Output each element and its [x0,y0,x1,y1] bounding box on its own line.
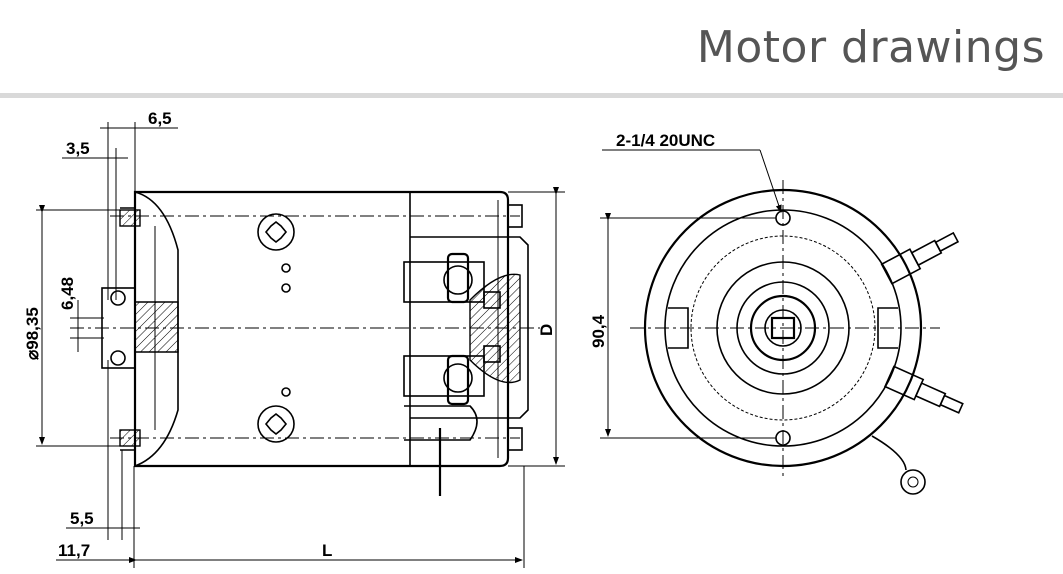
torx-icon-top [264,220,288,244]
dim-6-5-label: 6,5 [148,109,172,128]
dim-5-5-label: 5,5 [70,509,94,528]
dim-11-7-label: 11,7 [58,541,90,560]
bearing-ball-top [110,290,126,306]
terminal-block-bottom [403,355,485,397]
small-hole-2 [281,283,291,293]
rear-bearing-top [483,291,501,309]
terminal-post-top [446,252,470,304]
rear-bolt-bottom [507,427,523,451]
ground-ring-inner [907,476,919,488]
bearing-ball-bottom [110,350,126,366]
rear-bearing-bottom [483,345,501,363]
small-hole-3 [281,387,291,397]
dim-L-label: L [322,541,332,560]
thread-label: 2-1/4 20UNC [616,131,715,150]
ground-lug [404,405,478,441]
flange-section-top [119,209,141,227]
end-slot-right [877,307,898,349]
dim-6-48-label: 6,48 [58,277,77,310]
shaft-section [134,301,179,353]
page-title: Motor drawings [696,22,1045,73]
terminal-nut-top [443,265,473,295]
end-terminal-bottom [883,365,964,414]
terminal-block-top [403,261,485,303]
dim-98-35-label: ⌀98,35 [23,307,42,360]
end-terminal-top [880,231,960,285]
front-flange [120,207,136,451]
title-divider [0,93,1063,98]
dim-D-label: D [537,324,556,336]
terminal-nut-bottom [443,363,473,393]
terminal-post-bottom [446,354,470,406]
torx-icon-bottom [264,412,288,436]
torx-screw-top [257,213,295,251]
motor-housing [133,190,510,468]
side-view: ⌀98,35 6,48 6,5 3,5 5,5 11,7 L D [23,109,565,568]
ground-ring-outer [900,469,926,495]
small-hole-1 [281,263,291,273]
dim-90-4-label: 90,4 [589,314,608,348]
torx-screw-bottom [257,405,295,443]
thread-leader [759,149,782,213]
front-shroud [134,191,179,467]
end-view: 2-1/4 20UNC 90,4 [589,131,964,495]
ground-wire-end [871,435,907,471]
rear-bolt-top [507,204,523,228]
dim-3-5-label: 3,5 [66,139,90,158]
